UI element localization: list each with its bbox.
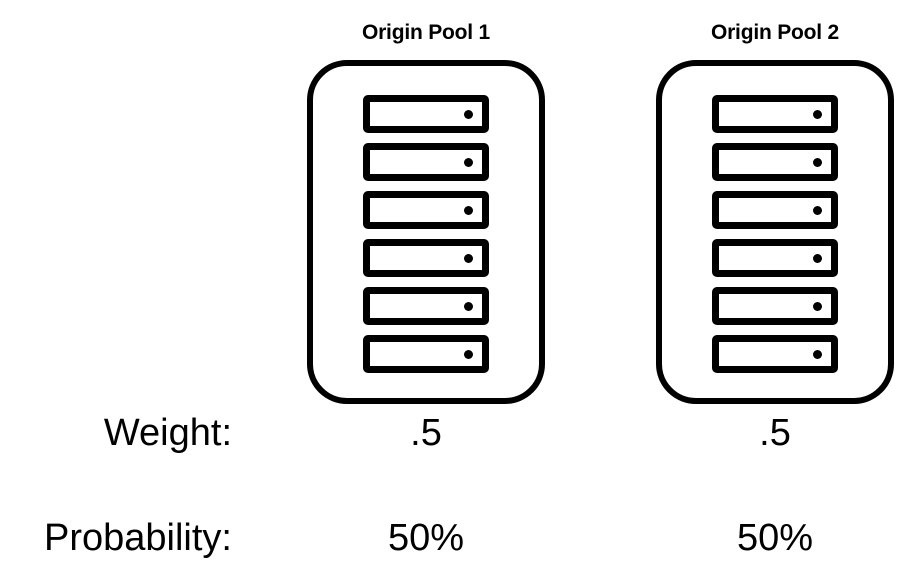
status-led-icon xyxy=(813,157,822,167)
status-led-icon xyxy=(813,109,822,119)
probability-row-label: Probability: xyxy=(44,517,232,559)
server-icon xyxy=(363,191,489,229)
server-icon xyxy=(712,287,838,325)
status-led-icon xyxy=(464,253,473,263)
server-icon xyxy=(712,95,838,133)
pool-column-1: Origin Pool 1 xyxy=(296,0,556,586)
server-icon xyxy=(712,143,838,181)
status-led-icon xyxy=(813,205,822,215)
pool-weight-value-1: .5 xyxy=(410,412,442,454)
server-icon xyxy=(363,95,489,133)
pool-column-2: Origin Pool 2 xyxy=(645,0,905,586)
server-icon xyxy=(712,335,838,373)
pool-container-2 xyxy=(656,60,894,404)
pool-weight-value-2: .5 xyxy=(759,412,791,454)
status-led-icon xyxy=(464,301,473,311)
status-led-icon xyxy=(813,253,822,263)
status-led-icon xyxy=(464,109,473,119)
server-icon xyxy=(363,287,489,325)
server-icon xyxy=(363,239,489,277)
status-led-icon xyxy=(813,301,822,311)
pool-probability-value-1: 50% xyxy=(387,517,465,559)
server-icon xyxy=(363,335,489,373)
pool-title-2: Origin Pool 2 xyxy=(710,21,840,44)
server-stack-1 xyxy=(313,95,539,373)
status-led-icon xyxy=(813,349,822,359)
status-led-icon xyxy=(464,157,473,167)
status-led-icon xyxy=(464,349,473,359)
pool-title-1: Origin Pool 1 xyxy=(361,21,491,44)
server-icon xyxy=(712,239,838,277)
pool-probability-value-2: 50% xyxy=(736,517,814,559)
weight-row-label: Weight: xyxy=(103,412,232,454)
pool-container-1 xyxy=(307,60,545,404)
status-led-icon xyxy=(464,205,473,215)
server-icon xyxy=(712,191,838,229)
server-icon xyxy=(363,143,489,181)
server-stack-2 xyxy=(662,95,888,373)
